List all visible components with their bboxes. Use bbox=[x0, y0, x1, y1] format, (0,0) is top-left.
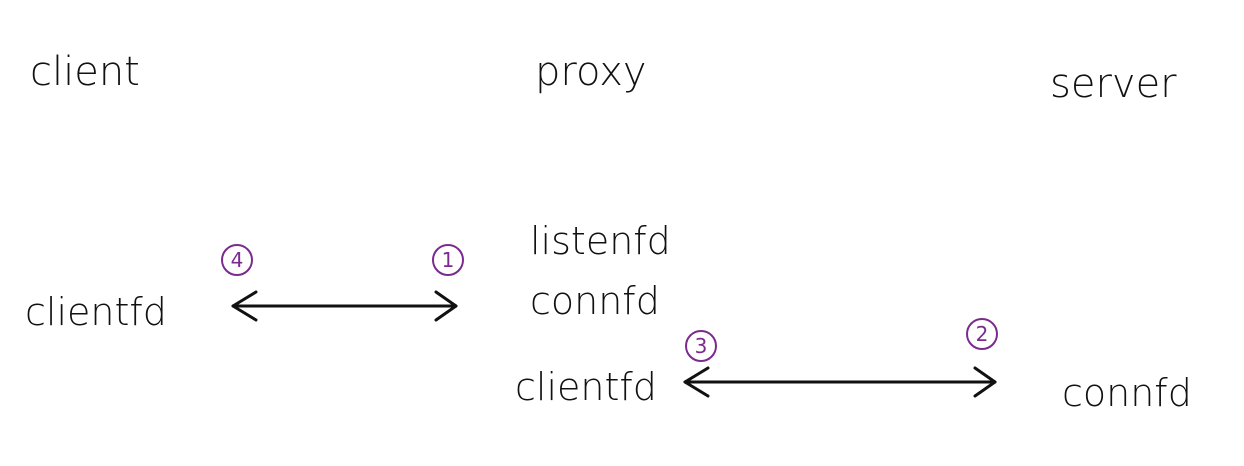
server-connfd-label: connfd bbox=[1062, 371, 1192, 415]
proxy-heading: proxy bbox=[535, 49, 647, 95]
proxy-server-arrow bbox=[683, 366, 997, 398]
proxy-connfd-label: connfd bbox=[530, 279, 660, 323]
client-proxy-arrow bbox=[231, 290, 458, 322]
step-marker-1: 1 bbox=[432, 244, 464, 276]
proxy-clientfd-label: clientfd bbox=[515, 365, 657, 409]
step-marker-4: 4 bbox=[221, 244, 253, 276]
client-clientfd-label: clientfd bbox=[25, 290, 167, 334]
proxy-listenfd-label: listenfd bbox=[530, 219, 671, 263]
server-heading: server bbox=[1050, 61, 1177, 107]
step-marker-3: 3 bbox=[685, 330, 717, 362]
step-marker-2: 2 bbox=[966, 318, 998, 350]
client-heading: client bbox=[30, 49, 140, 95]
